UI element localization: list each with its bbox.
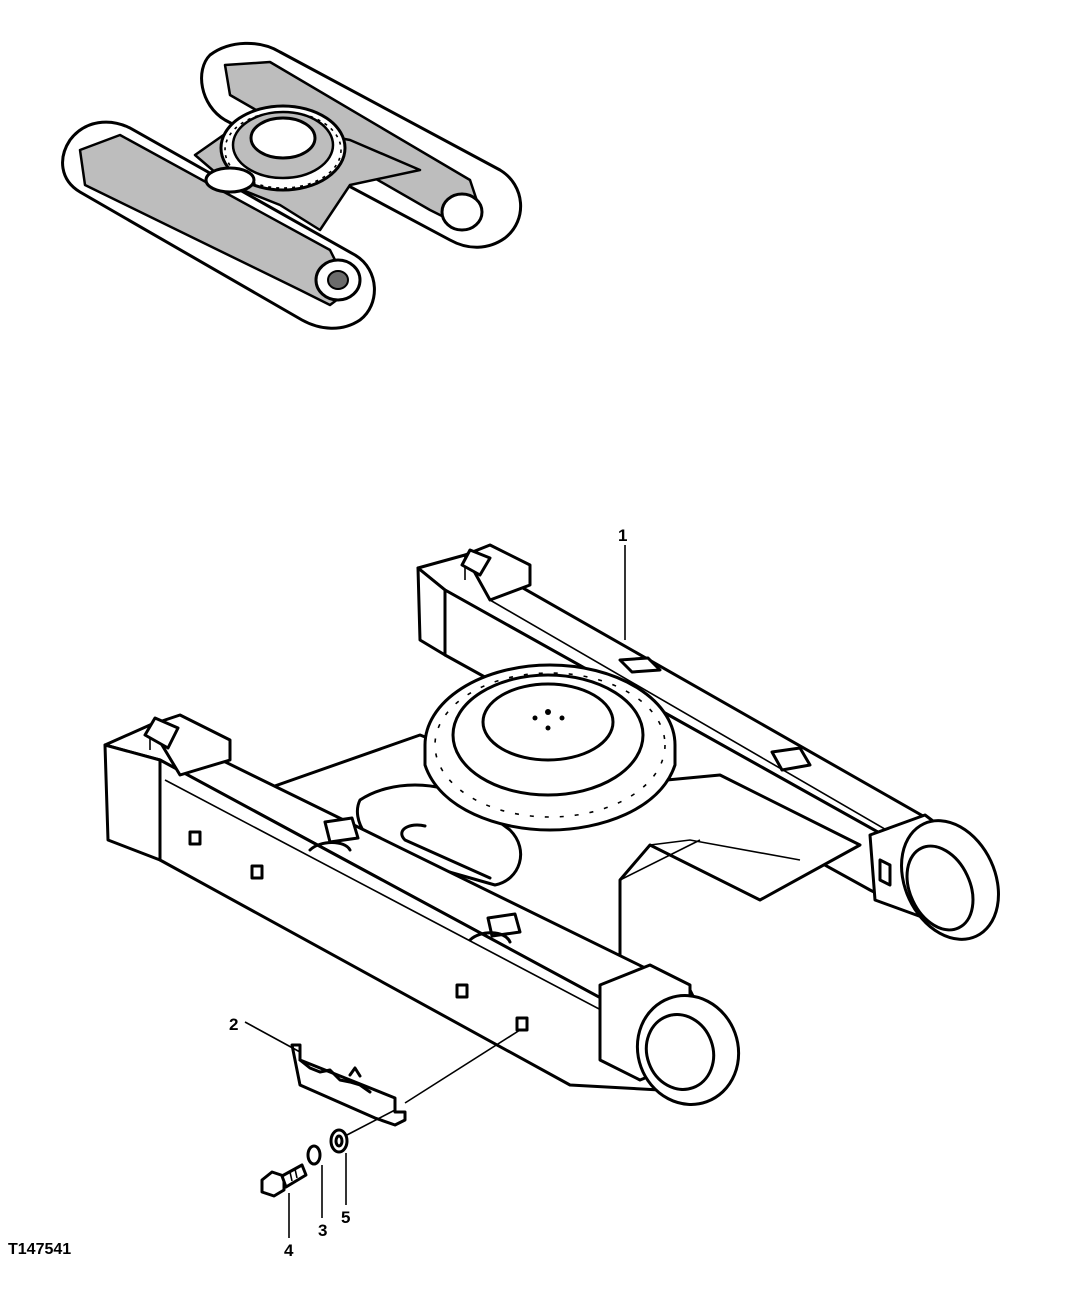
callout-2: 2 <box>229 1015 238 1034</box>
callout-4: 4 <box>284 1241 294 1260</box>
figure-id-label: T147541 <box>8 1241 71 1258</box>
callout-leaders <box>244 545 626 1238</box>
callout-3: 3 <box>318 1221 327 1240</box>
bearing-bolt-holes <box>532 709 565 731</box>
bolt-part <box>260 1163 308 1198</box>
callout-5: 5 <box>341 1208 350 1227</box>
callout-1: 1 <box>618 526 627 545</box>
overview-undercarriage-illustration <box>61 41 522 330</box>
lock-washer-part <box>306 1144 322 1166</box>
flat-washer-part <box>329 1128 349 1154</box>
guard-plate-part <box>290 1043 407 1127</box>
track-frame-illustration <box>103 543 1000 1106</box>
